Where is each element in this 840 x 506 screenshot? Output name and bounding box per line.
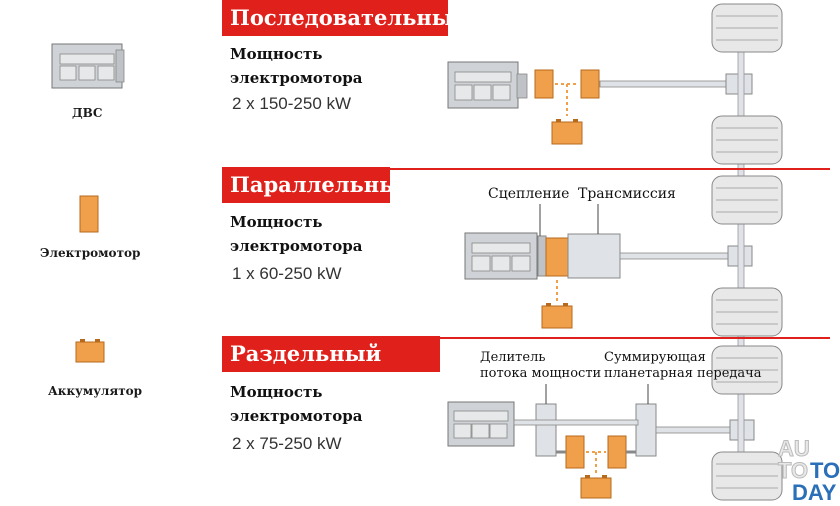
parallel-power-label: Мощность электромотора bbox=[230, 210, 362, 258]
wheel-icon bbox=[711, 287, 783, 337]
series-power-value: 2 x 150-250 kW bbox=[232, 94, 352, 113]
callout-line1: Суммирующая bbox=[604, 350, 706, 365]
watermark-part2: TO bbox=[777, 458, 809, 483]
parallel-title-band: Параллельный bbox=[222, 167, 416, 203]
power-split-device bbox=[535, 403, 557, 457]
series-schematic bbox=[447, 61, 753, 145]
parallel-schematic bbox=[464, 204, 753, 329]
power-label-line2: электромотора bbox=[230, 237, 363, 255]
split-power-value: 2 x 75-250 kW bbox=[232, 434, 342, 453]
battery-legend-icon bbox=[75, 339, 105, 363]
rear-axle bbox=[737, 39, 745, 501]
clutch-icon bbox=[537, 235, 547, 277]
engine-icon bbox=[464, 232, 538, 280]
motor-icon bbox=[580, 69, 600, 99]
engine-legend-icon bbox=[51, 43, 125, 89]
generator-icon bbox=[565, 435, 585, 469]
split-title: Раздельный (сплит) bbox=[230, 341, 382, 402]
parallel-divider bbox=[222, 168, 830, 170]
callout-line2: потока мощности bbox=[480, 366, 602, 381]
wheels bbox=[711, 3, 783, 501]
engine-icon bbox=[447, 61, 528, 109]
motor-legend-label: Электромотор bbox=[40, 246, 141, 260]
split-schematic bbox=[447, 384, 755, 499]
wheel-icon bbox=[711, 345, 783, 395]
callout-line1: Делитель bbox=[480, 350, 546, 365]
power-label-line1: Мощность bbox=[230, 45, 323, 63]
watermark-part1: AU bbox=[778, 436, 811, 461]
split-power-label: Мощность электромотора bbox=[230, 380, 362, 428]
transmission-icon bbox=[567, 233, 621, 279]
planetary-gear-callout: Суммирующая планетарная передача bbox=[604, 350, 762, 382]
split-title-band: Раздельный (сплит) bbox=[222, 336, 440, 402]
generator-icon bbox=[534, 69, 554, 99]
driveshaft bbox=[599, 80, 731, 88]
parallel-title: Параллельный bbox=[230, 172, 416, 197]
watermark-part4: DAY bbox=[792, 480, 837, 505]
wheel-icon bbox=[711, 175, 783, 225]
clutch-callout: Сцепление bbox=[488, 186, 570, 202]
callout-line2: планетарная передача bbox=[604, 366, 762, 381]
battery-icon bbox=[541, 303, 573, 329]
split-divider bbox=[222, 337, 830, 339]
power-label-line2: электромотора bbox=[230, 407, 363, 425]
battery-legend-label: Аккумулятор bbox=[48, 384, 143, 398]
summing-planetary-gear bbox=[635, 403, 657, 457]
motor-icon bbox=[545, 237, 569, 277]
series-title-band: Последовательный bbox=[222, 0, 468, 36]
wheel-icon bbox=[711, 115, 783, 165]
power-label-line1: Мощность bbox=[230, 383, 323, 401]
wheel-icon bbox=[711, 3, 783, 53]
engine-legend-label: ДВС bbox=[72, 106, 103, 120]
power-label-line2: электромотора bbox=[230, 69, 363, 87]
series-title: Последовательный bbox=[230, 5, 469, 30]
watermark-part3: TO bbox=[810, 458, 840, 483]
engine-icon bbox=[447, 401, 515, 447]
series-power-label: Мощность электромотора bbox=[230, 42, 362, 90]
battery-icon bbox=[580, 475, 612, 499]
power-label-line1: Мощность bbox=[230, 213, 323, 231]
motor-legend-icon bbox=[79, 195, 99, 233]
driveshaft bbox=[619, 252, 733, 260]
motor-icon bbox=[607, 435, 627, 469]
battery-icon bbox=[551, 119, 583, 145]
parallel-power-value: 1 x 60-250 kW bbox=[232, 264, 342, 283]
wheel-icon bbox=[711, 451, 783, 501]
power-split-callout: Делитель потока мощности bbox=[480, 350, 601, 382]
driveshaft bbox=[655, 426, 735, 434]
transmission-callout: Трансмиссия bbox=[578, 186, 676, 202]
